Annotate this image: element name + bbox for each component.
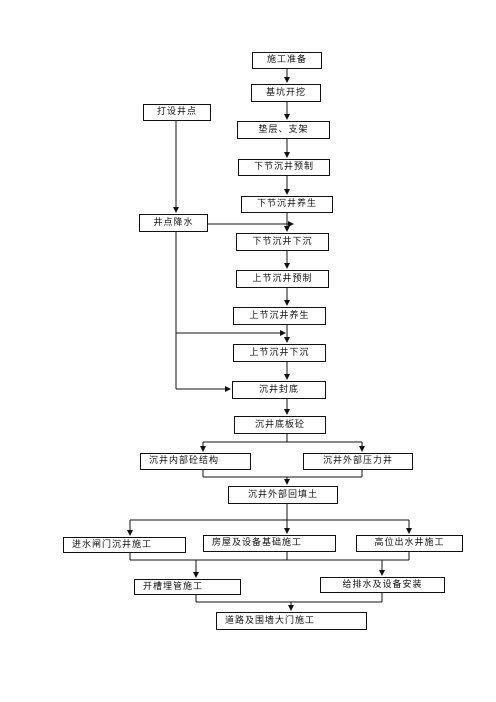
node-road-wall: 道路及围墙大门施工 — [216, 612, 367, 630]
node-cushion: 垫层、支架 — [237, 121, 330, 139]
node-upper-sink: 上节沉井下沉 — [233, 344, 326, 362]
node-upper-cure: 上节沉井养生 — [233, 307, 326, 325]
node-high-outlet: 高位出水井施工 — [356, 535, 463, 552]
node-bottom-slab: 沉井底板砼 — [234, 416, 326, 434]
node-prep: 施工准备 — [252, 52, 322, 69]
node-lower-sink: 下节沉井下沉 — [236, 233, 329, 251]
node-upper-prefab: 上节沉井预制 — [236, 270, 329, 288]
node-backfill: 沉井外部回填土 — [228, 486, 338, 504]
node-outer-grouting: 沉井外部压力井 — [303, 453, 413, 470]
node-inlet-gate: 进水闸门沉井施工 — [63, 537, 186, 553]
node-excavate: 基坑开挖 — [251, 84, 321, 102]
node-trench-pipe: 开槽埋管施工 — [134, 579, 241, 595]
node-well-points: 打设井点 — [143, 104, 211, 121]
node-seal: 沉井封底 — [232, 381, 326, 399]
node-plumbing: 给排水及设备安装 — [320, 577, 445, 593]
node-dewater: 井点降水 — [139, 214, 208, 232]
node-lower-cure: 下节沉井养生 — [241, 196, 333, 213]
node-building-foundation: 房屋及设备基础施工 — [203, 535, 336, 552]
node-inner-structure: 沉井内部砼结构 — [140, 453, 251, 470]
node-lower-prefab: 下节沉井预制 — [238, 159, 330, 176]
